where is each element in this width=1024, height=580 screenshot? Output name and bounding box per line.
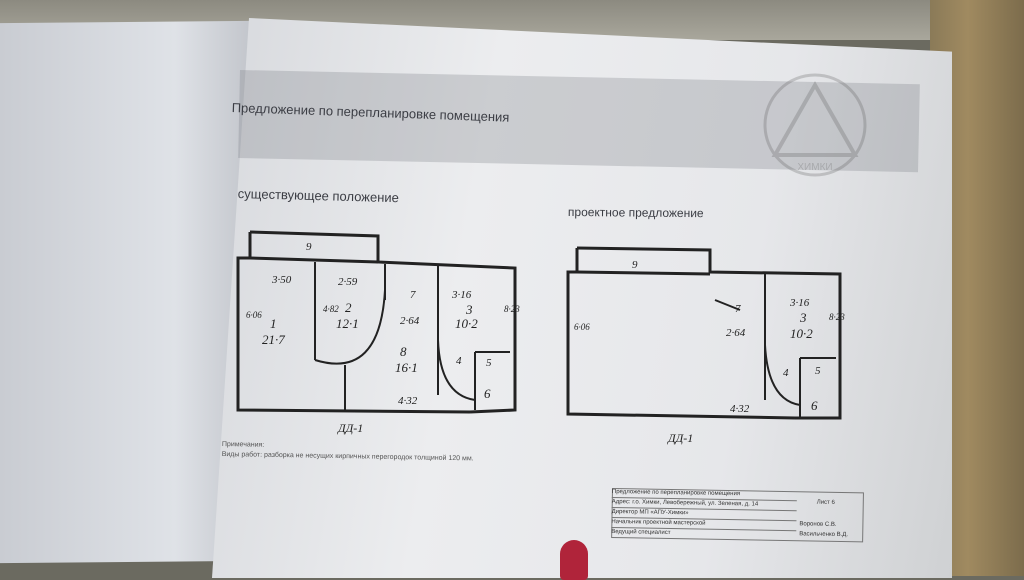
sheet-number: Лист 6	[816, 499, 835, 506]
existing-label: 2·64	[400, 315, 420, 327]
proposed-label: 8·23	[829, 312, 845, 322]
existing-label: 6·06	[246, 310, 262, 320]
existing-label: 2·59	[338, 276, 358, 288]
signer-name: Васильченко В.Д.	[799, 531, 849, 539]
existing-label: 10·2	[455, 316, 478, 331]
existing-label: 3·50	[271, 274, 292, 286]
existing-label: 5	[486, 357, 492, 369]
existing-label: 4·82	[323, 304, 339, 314]
existing-label: 3	[465, 302, 473, 317]
existing-label: 12·1	[336, 316, 359, 331]
proposed-label: 5	[815, 365, 821, 377]
existing-caption: ДД-1	[337, 421, 363, 435]
existing-label: 8	[400, 344, 407, 359]
existing-label: 8·23	[504, 304, 520, 314]
existing-label: 2	[345, 300, 352, 315]
plan-sheet	[212, 18, 952, 578]
existing-label: 4	[456, 355, 462, 367]
proposed-plan-drawing	[566, 246, 842, 420]
svg-text:ХИМКИ: ХИМКИ	[797, 162, 832, 173]
proposed-label: 2·64	[726, 327, 746, 339]
proposed-label: 3·16	[789, 297, 810, 309]
proposed-label: 4	[783, 367, 789, 379]
existing-label: 3·16	[451, 289, 472, 301]
signer-name: Воронов С.В.	[799, 521, 837, 528]
proposed-caption: ДД-1	[667, 431, 693, 445]
fingertip	[560, 540, 588, 580]
title-block: Предложение по перепланировке помещения …	[611, 488, 864, 552]
proposed-label: 6·06	[574, 322, 590, 332]
proposed-label: 9	[632, 259, 638, 271]
existing-plan-drawing	[236, 230, 517, 414]
proposed-label: 10·2	[790, 326, 813, 341]
existing-label: 9	[306, 241, 312, 253]
existing-label: 21·7	[262, 332, 285, 347]
proposed-label: 7	[735, 303, 741, 315]
proposed-label: 3	[799, 310, 807, 325]
organization-logo: ХИМКИ	[763, 73, 867, 177]
existing-label: 1	[270, 316, 277, 331]
existing-label: 6	[484, 386, 491, 401]
existing-label: 16·1	[395, 360, 418, 375]
proposed-label: 6	[811, 398, 818, 413]
existing-label: 7	[410, 289, 416, 301]
existing-label: 4·32	[398, 395, 418, 407]
proposed-label: 4·32	[730, 403, 750, 415]
